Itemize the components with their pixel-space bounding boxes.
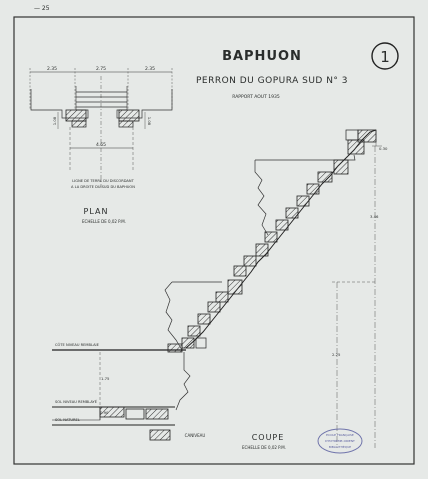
level-label-top: CÔTE NIVEAU REMBLAIE bbox=[55, 342, 100, 347]
plan-dim-center: 2.75 bbox=[96, 66, 106, 72]
corner-mark: — 25 bbox=[34, 5, 50, 12]
section-dim-lower: 1.75 bbox=[101, 376, 110, 381]
plan-dim-left: 2.35 bbox=[47, 66, 57, 72]
section-dim-middle: 2.25 bbox=[332, 352, 341, 357]
section-dim-base: 0.90 bbox=[100, 410, 109, 415]
lower-wall-profile bbox=[164, 281, 183, 351]
drawing-subtitle: PERRON DU GOPURA SUD N° 3 bbox=[196, 76, 348, 86]
plan-label: PLAN bbox=[84, 207, 109, 216]
plan-dim-small-right: 1.08 bbox=[147, 117, 152, 126]
section-label: COUPE bbox=[252, 433, 285, 442]
stamp-line-1: ECOLE FRANÇAISE bbox=[326, 433, 354, 437]
stamp-line-2: D'EXTRÊME-ORIENT bbox=[325, 438, 355, 443]
upper-wall-profile bbox=[254, 160, 269, 236]
plan-dim-right: 2.35 bbox=[145, 66, 155, 72]
drawing-title: BAPHUON bbox=[222, 49, 302, 64]
plan-block-left bbox=[65, 109, 87, 122]
section-dim-top: 0.30 bbox=[379, 146, 388, 151]
level-label-middle: SOL NIVEAU REMBLAYÉ bbox=[55, 399, 98, 404]
sheet-number-circle bbox=[371, 42, 399, 70]
stamp-line-3: BIBLIOTHÈQUE bbox=[329, 444, 351, 449]
plan-block-right bbox=[118, 109, 140, 122]
drawing-frame bbox=[13, 16, 415, 465]
plan-note-line-1: LIGNE DE TERRE DU DISCORDANT bbox=[72, 179, 134, 183]
section-bottom-label: CANIVEAU bbox=[185, 433, 206, 438]
section-dim-upper: 3.46 bbox=[370, 214, 379, 219]
plan-scale: ECHELLE DE 0,02 P.M. bbox=[82, 219, 126, 224]
plan-note-line-2: A LA DROITE DU SUD DU BAPHUON bbox=[71, 185, 135, 189]
sheet-number: 1 bbox=[380, 48, 390, 66]
plan-dim-bottom: 4.65 bbox=[96, 142, 106, 148]
plan-view: 2.35 2.75 2.35 1.08 1.08 4.65 LIGNE DE T… bbox=[29, 66, 173, 224]
section-view: CÔTE NIVEAU REMBLAIE SOL NIVEAU REMBLAYÉ… bbox=[52, 129, 388, 450]
archive-stamp: ECOLE FRANÇAISE D'EXTRÊME-ORIENT BIBLIOT… bbox=[317, 428, 363, 454]
plan-dim-small-left: 1.08 bbox=[52, 116, 57, 125]
section-scale: ECHELLE DE 0,02 P.M. bbox=[242, 445, 286, 450]
report-date: RAPPORT AOUT 1935 bbox=[232, 94, 280, 100]
